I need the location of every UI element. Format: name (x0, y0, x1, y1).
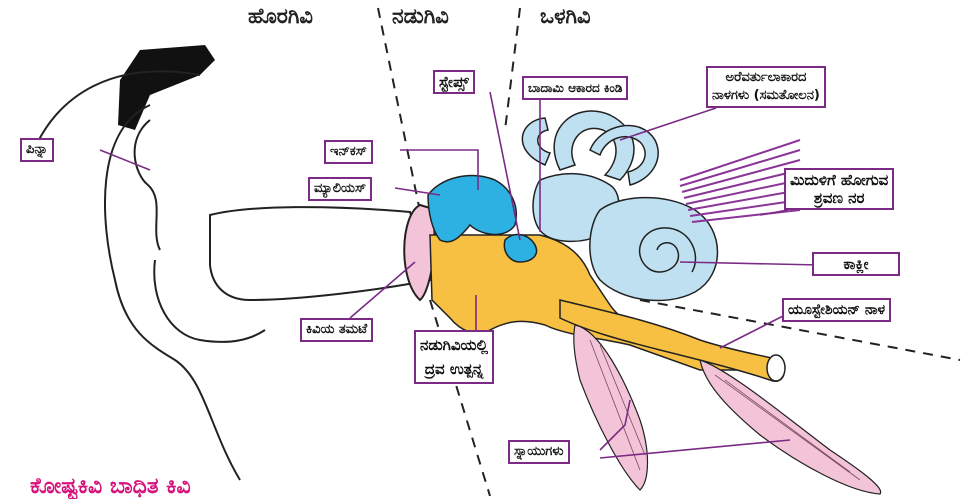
middle-inner-divider (505, 8, 520, 130)
label-middle-ear-fluid-line1: ನಡುಗಿವಿಯಲ್ಲಿ (420, 333, 488, 357)
label-middle-ear-fluid: ನಡುಗಿವಿಯಲ್ಲಿ ದ್ರವ ಉತ್ಪನ್ನ (414, 330, 494, 384)
label-auditory-nerve-line1: ಮಿದುಳಿಗೆ ಹೋಗುವ (790, 171, 888, 189)
pinna-inner-fold (135, 120, 160, 250)
label-stapes: ಸ್ಟೇಪ್ಸ್ (433, 70, 475, 94)
label-malleus: ಮ್ಯಾಲಿಯಸ್ (308, 177, 372, 201)
label-auditory-nerve-line2: ಶ್ರವಣ ನರ (790, 189, 888, 207)
label-oval-window: ಬಾದಾಮಿ ಆಕಾರದ ಕಿಂಡಿ (522, 76, 628, 100)
cochlea-shape (590, 198, 718, 301)
label-auditory-nerve: ಮಿದುಳಿಗೆ ಹೋಗುವ ಶ್ರವಣ ನರ (784, 168, 894, 210)
label-semicircular-canals-line2: ನಾಳಗಳು (ಸಮತೋಲನ) (712, 87, 820, 105)
nerve-fiber (692, 210, 800, 222)
muscle-1 (574, 325, 648, 490)
nerve-fiber (680, 150, 800, 186)
label-incus: ಇನ್‌ಕಸ್ (324, 140, 373, 164)
figure-caption: ಕೋಷ್ಟಕಿವಿ ಬಾಧಿತ ಕಿವಿ (30, 474, 191, 499)
nerve-fiber (682, 160, 800, 192)
malleus-incus-shape (428, 176, 516, 242)
leader-eustachian (720, 315, 785, 348)
auditory-nerve (680, 140, 800, 222)
label-pinna: ಪಿನ್ನಾ (20, 138, 54, 162)
region-outer-ear: ಹೊರಗಿವಿ (248, 4, 313, 29)
muscle-2 (700, 360, 881, 494)
label-middle-ear-fluid-line2: ದ್ರವ ಉತ್ಪನ್ನ (420, 357, 488, 381)
label-eustachian-tube: ಯೂಸ್ಟೇಶಿಯನ್ ನಾಳ (782, 298, 891, 322)
label-muscles: ಸ್ನಾಯುಗಳು (508, 440, 570, 464)
pinna-outline (105, 105, 240, 480)
region-middle-ear: ನಡುಗಿವಿ (392, 4, 449, 29)
region-inner-ear: ಒಳಗಿವಿ (540, 4, 591, 29)
striation (725, 380, 850, 472)
leader-canals (620, 108, 716, 140)
ear-canal (210, 207, 430, 300)
label-semicircular-canals-line1: ಅರೆವರ್ತುಲಾಕಾರದ (712, 69, 820, 87)
label-cochlea: ಕಾಕ್ಲೀ (812, 252, 900, 276)
label-eardrum: ಕಿವಿಯ ತಮಟೆ (300, 318, 373, 342)
semicircular-canal-2 (522, 118, 550, 165)
label-semicircular-canals: ಅರೆವರ್ತುಲಾಕಾರದ ನಾಳಗಳು (ಸಮತೋಲನ) (706, 66, 826, 108)
striation (715, 375, 860, 480)
eustachian-tube-opening (767, 355, 785, 381)
